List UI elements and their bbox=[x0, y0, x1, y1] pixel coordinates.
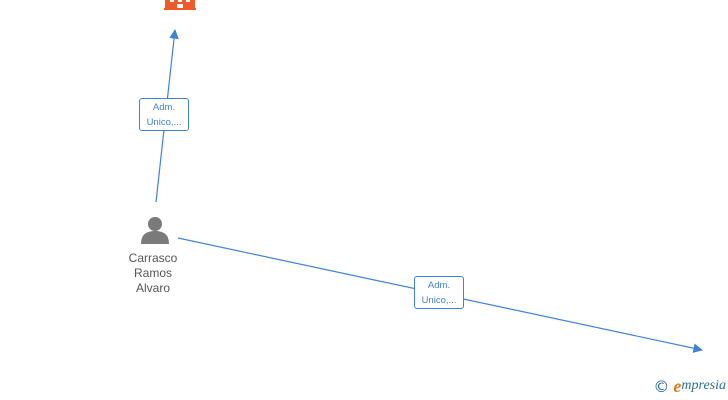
building-icon[interactable] bbox=[164, 0, 196, 10]
edge-label-line: Unico,... bbox=[421, 295, 457, 306]
person-name-line: Carrasco bbox=[128, 251, 178, 265]
edge-label-line: Unico,... bbox=[146, 117, 182, 128]
edge-label-line: Adm. bbox=[427, 280, 451, 291]
person-name-line: Alvaro bbox=[135, 281, 170, 295]
edge-label-line: Adm. bbox=[152, 102, 176, 113]
copyright-icon: © bbox=[653, 376, 670, 396]
person-name-label[interactable]: Carrasco Ramos Alvaro bbox=[118, 251, 188, 296]
person-icon[interactable] bbox=[141, 217, 169, 244]
edge-label-top[interactable]: Adm. Unico,... bbox=[139, 98, 189, 131]
edge-label-right[interactable]: Adm. Unico,... bbox=[414, 276, 464, 309]
person-name-line: Ramos bbox=[133, 266, 172, 280]
empresia-watermark: © e mpresia bbox=[653, 376, 726, 396]
brand-logo-e: e bbox=[673, 375, 682, 396]
brand-logo-text: mpresia bbox=[681, 378, 726, 393]
